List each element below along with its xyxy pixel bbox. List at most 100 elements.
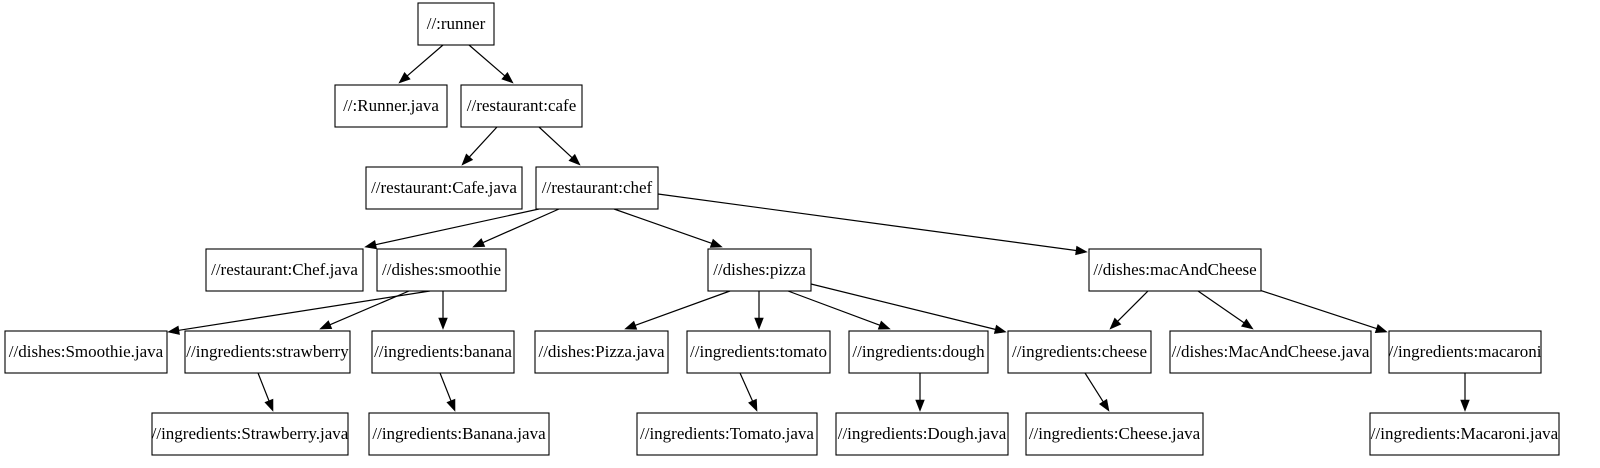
edge-arrowhead-icon: [438, 317, 448, 330]
node-box[interactable]: [334, 84, 448, 128]
node-box[interactable]: [376, 248, 507, 292]
edge-line: [329, 290, 410, 326]
graph-node[interactable]: //ingredients:Strawberry.java: [151, 412, 349, 456]
graph-node[interactable]: //dishes:macAndCheese: [1088, 248, 1262, 292]
graph-node[interactable]: //:runner: [417, 2, 495, 46]
node-box[interactable]: [1007, 330, 1152, 374]
graph-edge: [319, 290, 410, 330]
graph-edge: [1084, 372, 1110, 412]
edge-arrowhead-icon: [264, 398, 274, 412]
graph-edge: [657, 193, 1088, 256]
node-label: //ingredients:Banana.java: [372, 424, 546, 443]
edge-arrowhead-icon: [915, 399, 925, 412]
edges-layer: [167, 44, 1470, 412]
node-label: //:runner: [427, 14, 486, 33]
edge-line: [657, 193, 1077, 252]
graph-node[interactable]: //restaurant:chef: [535, 166, 659, 210]
graph-edge: [915, 373, 925, 412]
edge-arrowhead-icon: [754, 317, 764, 330]
node-box[interactable]: [4, 330, 168, 374]
node-box[interactable]: [686, 330, 831, 374]
graph-edge: [1197, 290, 1254, 330]
edge-line: [635, 290, 731, 326]
edge-line: [1084, 372, 1104, 403]
node-label: //restaurant:Cafe.java: [371, 178, 517, 197]
node-box[interactable]: [371, 330, 515, 374]
node-box[interactable]: [417, 2, 495, 46]
graph-node[interactable]: //restaurant:Cafe.java: [365, 166, 523, 210]
graph-edge: [1243, 284, 1388, 333]
graph-node[interactable]: //ingredients:tomato: [686, 330, 831, 374]
graph-node[interactable]: //ingredients:dough: [848, 330, 989, 374]
edge-line: [1117, 290, 1149, 322]
node-box[interactable]: [184, 330, 351, 374]
graph-node[interactable]: //dishes:Smoothie.java: [4, 330, 168, 374]
graph-node[interactable]: //ingredients:strawberry: [184, 330, 351, 374]
node-box[interactable]: [1369, 412, 1560, 456]
edge-arrowhead-icon: [167, 325, 180, 335]
node-box[interactable]: [535, 166, 659, 210]
node-box[interactable]: [848, 330, 989, 374]
edge-arrowhead-icon: [461, 153, 474, 166]
edge-line: [739, 372, 754, 402]
edge-line: [1197, 290, 1245, 324]
node-box[interactable]: [460, 84, 583, 128]
graph-edge: [167, 290, 431, 335]
graph-node[interactable]: //dishes:smoothie: [376, 248, 507, 292]
edge-line: [469, 126, 498, 158]
node-box[interactable]: [534, 330, 669, 374]
node-label: //ingredients:Tomato.java: [640, 424, 814, 443]
graph-node[interactable]: //ingredients:cheese: [1007, 330, 1152, 374]
node-box[interactable]: [835, 412, 1009, 456]
node-box[interactable]: [707, 248, 812, 292]
graph-edge: [257, 372, 274, 412]
node-label: //dishes:Pizza.java: [538, 342, 665, 361]
edge-arrowhead-icon: [877, 320, 891, 330]
graph-node[interactable]: //dishes:Pizza.java: [534, 330, 669, 374]
graph-node[interactable]: //ingredients:Tomato.java: [636, 412, 818, 456]
graph-edge: [787, 290, 891, 330]
node-box[interactable]: [205, 248, 364, 292]
graph-node[interactable]: //restaurant:cafe: [460, 84, 583, 128]
node-label: //dishes:pizza: [713, 260, 806, 279]
graph-edge: [438, 291, 448, 330]
node-label: //ingredients:dough: [852, 342, 985, 361]
graph-node[interactable]: //restaurant:Chef.java: [205, 248, 364, 292]
edge-arrowhead-icon: [1075, 245, 1088, 256]
node-label: //dishes:smoothie: [382, 260, 501, 279]
graph-edge: [1109, 290, 1149, 330]
node-box[interactable]: [1169, 330, 1372, 374]
edge-arrowhead-icon: [398, 72, 411, 84]
graph-edge: [810, 283, 1007, 334]
node-box[interactable]: [1025, 412, 1204, 456]
graph-edge: [624, 290, 731, 330]
graph-node[interactable]: //dishes:pizza: [707, 248, 812, 292]
edge-line: [257, 372, 270, 401]
edge-arrowhead-icon: [364, 239, 378, 250]
graph-node[interactable]: //ingredients:macaroni: [1388, 330, 1542, 374]
graph-edge: [461, 126, 498, 166]
graph-edge: [754, 291, 764, 330]
graph-node[interactable]: //ingredients:Macaroni.java: [1369, 412, 1560, 456]
graph-node[interactable]: //ingredients:Cheese.java: [1025, 412, 1204, 456]
graph-node[interactable]: //dishes:MacAndCheese.java: [1169, 330, 1372, 374]
edge-line: [406, 44, 444, 77]
graph-node[interactable]: //:Runner.java: [334, 84, 448, 128]
edge-line: [613, 208, 712, 244]
graph-edge: [613, 208, 723, 248]
node-box[interactable]: [368, 412, 550, 456]
node-box[interactable]: [151, 412, 349, 456]
node-box[interactable]: [1088, 248, 1262, 292]
edge-arrowhead-icon: [1460, 399, 1470, 412]
graph-node[interactable]: //ingredients:Banana.java: [368, 412, 550, 456]
graph-edge: [1460, 373, 1470, 412]
node-box[interactable]: [1388, 330, 1542, 374]
graph-node[interactable]: //ingredients:Dough.java: [835, 412, 1009, 456]
edge-line: [538, 126, 573, 158]
node-box[interactable]: [365, 166, 523, 210]
graph-node[interactable]: //ingredients:banana: [371, 330, 515, 374]
node-box[interactable]: [636, 412, 818, 456]
edge-line: [787, 290, 880, 326]
node-label: //ingredients:Dough.java: [838, 424, 1007, 443]
